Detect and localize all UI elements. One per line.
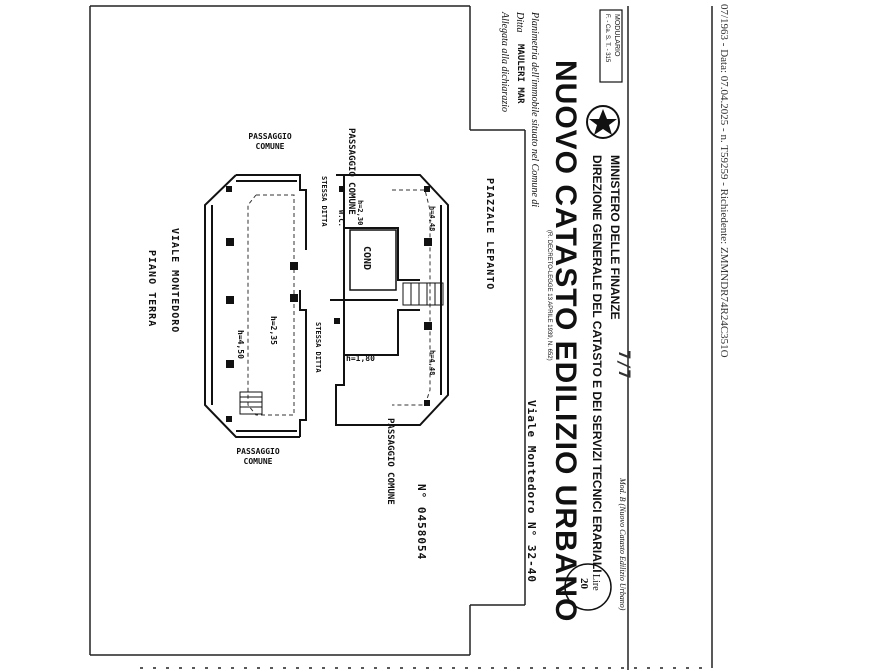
passage-label-top-right: PASSAGGIO COMUNE xyxy=(346,128,356,215)
main-title: NUOVO CATASTO EDILIZIO URBANO xyxy=(549,60,582,623)
request-watermark: 07/1963 - Data: 07.04.2025 - n. T59259 -… xyxy=(718,4,730,358)
form-code-line1: MODULARIO xyxy=(613,14,620,57)
height-label-f: h=4,48 xyxy=(428,350,436,376)
sheet-frame xyxy=(89,5,713,670)
passage-label-bottom-left: PASSAGGIO COMUNE xyxy=(236,447,280,466)
model-label: Mod. B (Nuovo Catasto Edilizio Urbano) xyxy=(618,478,627,611)
stair-symbols xyxy=(239,282,444,415)
fee-label: Lire xyxy=(590,574,601,591)
wc-label: W.C. xyxy=(337,210,345,227)
height-label-b: h=4,48 xyxy=(428,206,436,232)
height-label-a: h=2,30 xyxy=(356,200,364,226)
piazzale-label: PIAZZALE LEPANTO xyxy=(484,178,495,291)
decree-reference: (R. DECRETO-LEGGE 13 APRILE 1939, N. 652… xyxy=(546,230,552,361)
floor-label: PIANO TERRA xyxy=(146,250,157,328)
planimetria-label: Planimetria dell'immobile situato nel Co… xyxy=(529,12,540,208)
stessa-ditta-top: STESSA DITTA xyxy=(320,176,328,227)
viale-label: VIALE MONTEDORO xyxy=(169,228,180,334)
fee-value: 20 xyxy=(578,578,590,589)
height-label-c: h=4,50 xyxy=(236,330,245,359)
ministry-heading: MINISTERO DELLE FINANZE xyxy=(608,155,622,320)
stessa-ditta-bottom: STESSA DITTA xyxy=(314,322,322,373)
protocol-number: N° 0458054 xyxy=(415,484,428,561)
form-code-box xyxy=(599,9,623,83)
republic-emblem xyxy=(586,105,620,139)
passage-label-bottom-right: PASSAGGIO COMUNE xyxy=(385,418,395,505)
plan-dashed-lines xyxy=(247,189,431,416)
pillar-marks xyxy=(226,186,432,422)
height-label-e: h=1,80 xyxy=(346,354,375,363)
height-label-d: h=2,35 xyxy=(269,316,278,345)
fee-stamp-circle xyxy=(564,563,612,611)
ditta-value: MAULERI MAR xyxy=(515,44,525,104)
handwritten-number: 7/7 xyxy=(615,350,634,379)
address-value: Viale Montedoro N° 32-40 xyxy=(525,400,538,583)
form-code-line2: F. - Ca. S. T. - 315 xyxy=(604,14,610,63)
passage-label-top-left: PASSAGGIO COMUNE xyxy=(248,132,292,151)
cond-label: COND xyxy=(361,246,372,271)
ditta-label: Ditta xyxy=(514,12,525,33)
plan-walls xyxy=(204,174,449,438)
allegata-label: Allegata alla dichiarazio xyxy=(499,12,510,112)
directorate-heading: DIREZIONE GENERALE DEL CATASTO E DEI SER… xyxy=(590,155,604,573)
